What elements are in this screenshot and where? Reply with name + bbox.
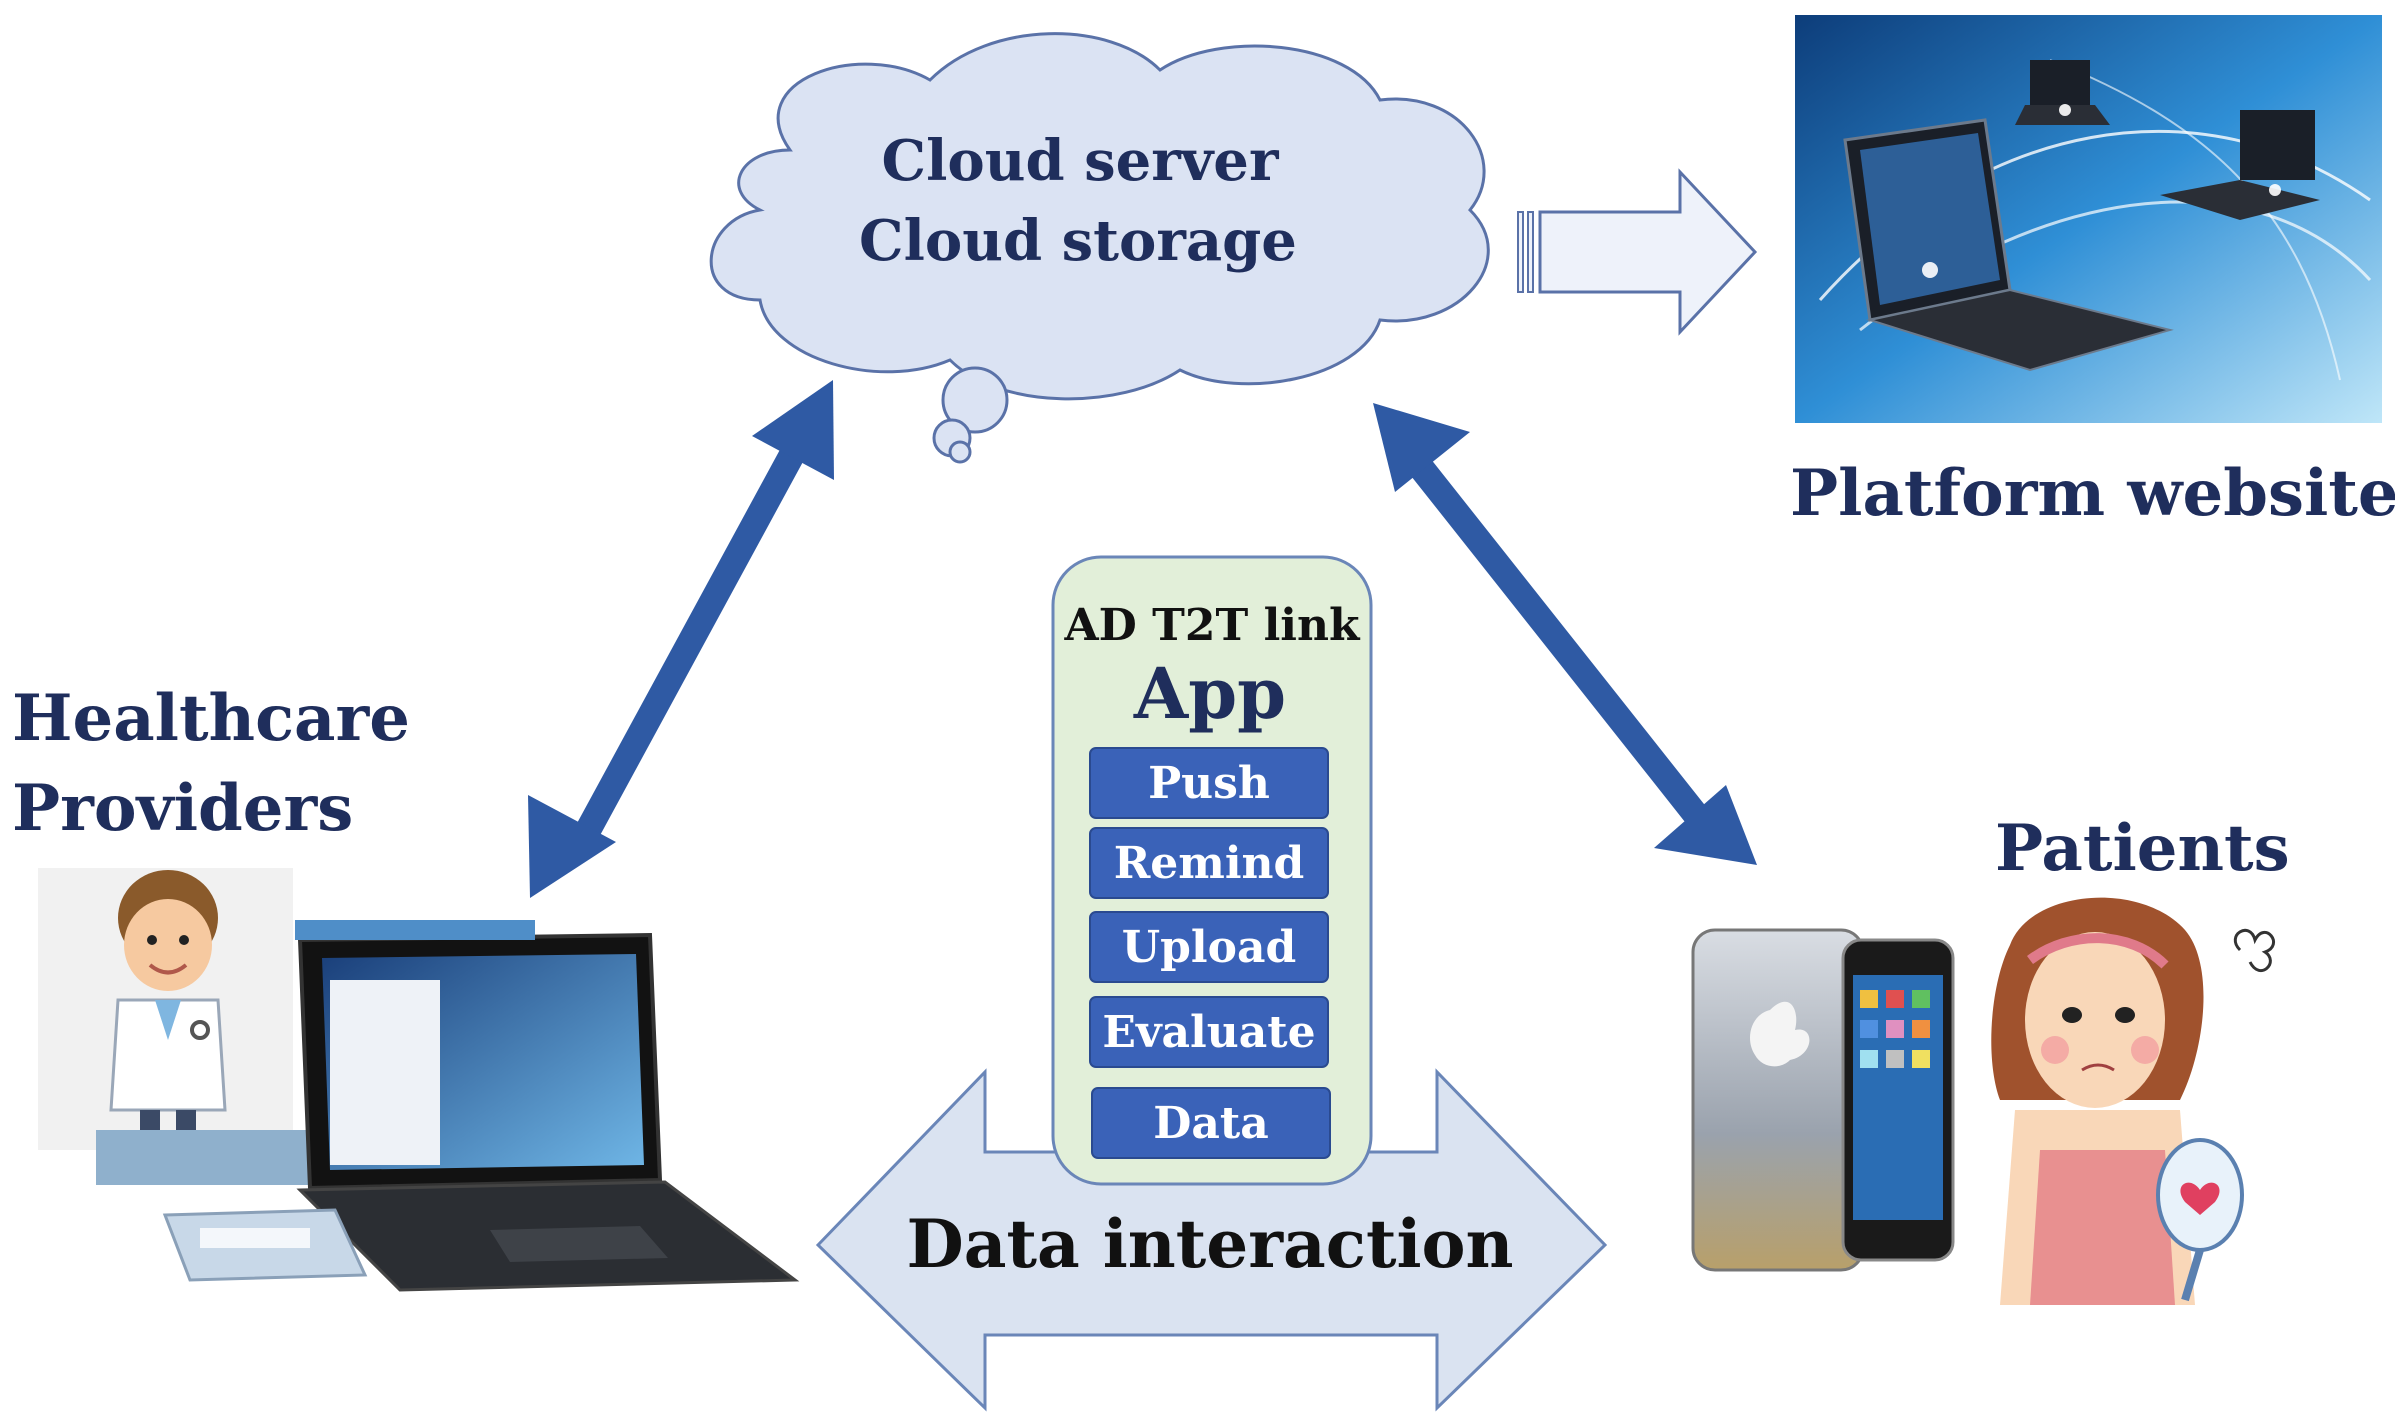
app-function-push[interactable]: Push (1089, 747, 1329, 819)
app-name-line2: App (1133, 652, 1286, 735)
app-function-upload[interactable]: Upload (1089, 911, 1329, 983)
tablet-device (96, 920, 800, 1292)
providers-label-line1: Healthcare (12, 681, 410, 756)
data-interaction-label: Data interaction (906, 1205, 1513, 1283)
providers-label-line2: Providers (12, 771, 353, 846)
cloud-to-platform-arrow (1517, 168, 1758, 336)
cloud-shape (709, 32, 1490, 464)
cloud-label-line1: Cloud server (882, 128, 1280, 194)
app-function-evaluate[interactable]: Evaluate (1089, 996, 1329, 1068)
cloud-patients-arrow (1373, 403, 1757, 865)
patient-illustration (1991, 897, 2276, 1305)
phone-device (1691, 928, 1955, 1272)
app-function-upload-label: Upload (1122, 922, 1296, 973)
platform-website-label: Platform website (1790, 456, 2395, 531)
app-function-data[interactable]: Data (1091, 1087, 1331, 1159)
app-function-data-label: Data (1153, 1098, 1269, 1149)
patients-label: Patients (1995, 811, 2290, 886)
platform-website-image (1795, 15, 2382, 423)
data-interaction-arrow (815, 1068, 1608, 1412)
app-function-remind-label: Remind (1114, 838, 1305, 889)
app-function-remind[interactable]: Remind (1089, 827, 1329, 899)
app-function-push-label: Push (1148, 758, 1270, 809)
cloud-label-line2: Cloud storage (859, 208, 1297, 274)
app-name-line1: AD T2T link (1064, 600, 1361, 651)
app-function-evaluate-label: Evaluate (1102, 1007, 1315, 1058)
providers-cloud-arrow (528, 380, 834, 898)
doctor-illustration (38, 868, 293, 1150)
